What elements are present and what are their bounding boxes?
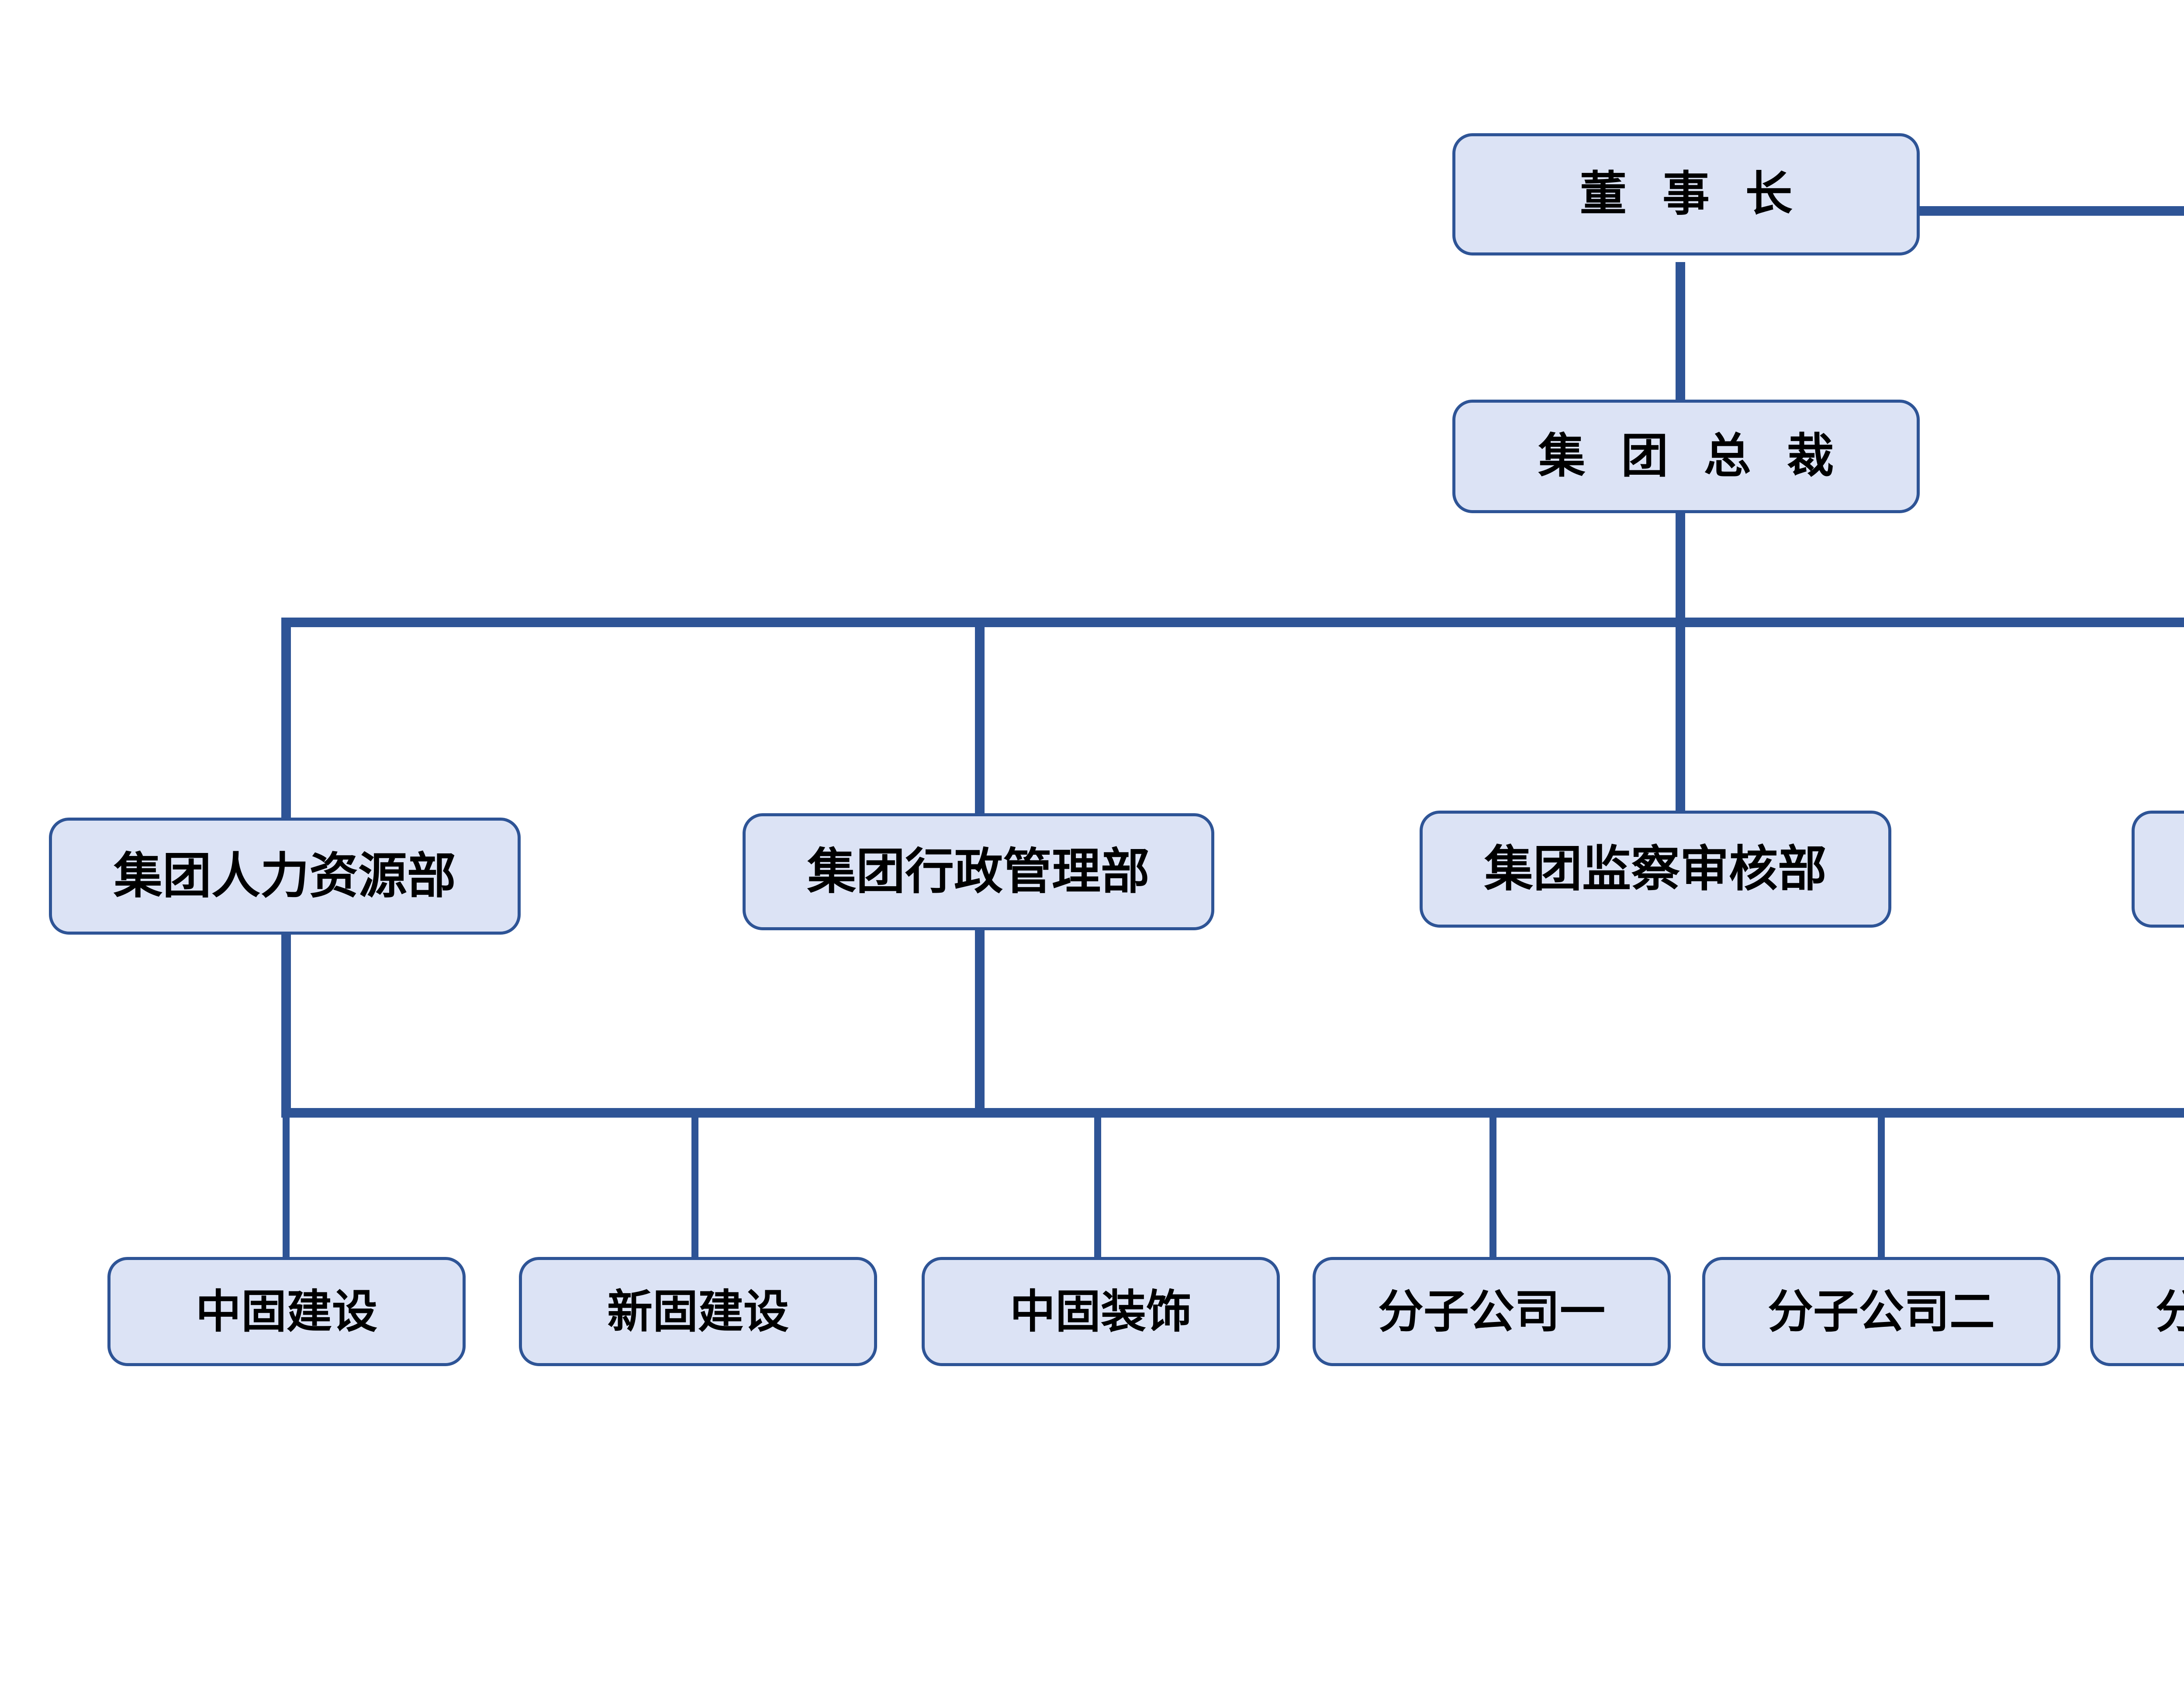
node-sub-3-label: 中固装饰 xyxy=(1009,1285,1192,1338)
connector-chairman-finance xyxy=(1920,206,2184,216)
node-sub-6-label: 分子公司三 xyxy=(2155,1285,2184,1338)
node-sub-1-label: 中固建设 xyxy=(195,1285,377,1338)
node-president-label: 集 团 总 裁 xyxy=(1538,429,1844,483)
node-dept-hr[interactable]: 集团人力资源部 xyxy=(49,818,521,935)
node-sub-5-label: 分子公司二 xyxy=(1767,1285,1995,1338)
node-sub-1[interactable]: 中固建设 xyxy=(107,1257,466,1366)
node-dept-hr-label: 集团人力资源部 xyxy=(114,848,456,904)
node-dept-admin-label: 集团行政管理部 xyxy=(807,843,1150,900)
node-sub-2[interactable]: 新固建设 xyxy=(519,1257,877,1366)
node-chairman[interactable]: 董 事 长 xyxy=(1452,133,1920,255)
node-president[interactable]: 集 团 总 裁 xyxy=(1452,400,1920,513)
node-sub-4-label: 分子公司一 xyxy=(1378,1285,1605,1338)
node-sub-2-label: 新固建设 xyxy=(607,1285,789,1338)
node-sub-6[interactable]: 分子公司三 xyxy=(2090,1257,2184,1366)
node-dept-audit[interactable]: 集团监察审核部 xyxy=(1420,811,1891,928)
node-chairman-label: 董 事 长 xyxy=(1579,167,1802,221)
node-dept-admin[interactable]: 集团行政管理部 xyxy=(743,813,1214,930)
node-sub-5[interactable]: 分子公司二 xyxy=(1702,1257,2060,1366)
node-dept-audit-label: 集团监察审核部 xyxy=(1484,841,1827,898)
node-sub-3[interactable]: 中固装饰 xyxy=(922,1257,1280,1366)
node-dept-finance[interactable]: 集团财务管理部 xyxy=(2132,811,2184,928)
node-sub-4[interactable]: 分子公司一 xyxy=(1313,1257,1671,1366)
